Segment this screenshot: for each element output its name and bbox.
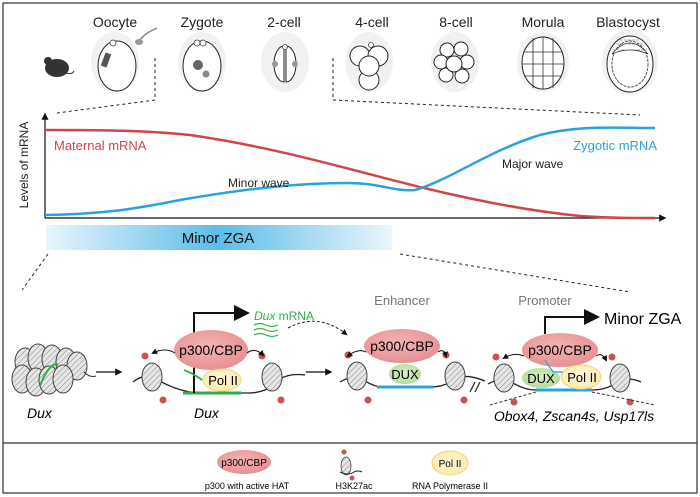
p300-cbp-2 — [364, 329, 440, 363]
legend-p300-desc: p300 with active HAT — [205, 481, 290, 491]
target-genes-label: Obox4, Zscan4s, Usp17ls — [494, 408, 654, 424]
stage-blastocyst: Blastocyst — [596, 14, 660, 30]
condensed-chromatin — [11, 343, 97, 397]
p300-cbp-3 — [522, 333, 598, 367]
minor-zga-bar — [46, 225, 392, 250]
dux-protein-2 — [522, 368, 560, 388]
stage-2cell: 2-cell — [267, 14, 300, 30]
legend-pol-ii-desc: RNA Polymerase II — [412, 481, 488, 491]
maternal-mrna-label: Maternal mRNA — [54, 138, 147, 153]
embryo-zygote — [178, 32, 226, 92]
minor-zga-bar-label: Minor ZGA — [182, 230, 255, 247]
stage-oocyte: Oocyte — [93, 14, 138, 30]
embryo-8cell — [431, 32, 479, 92]
legend: p300/CBP p300 with active HAT H3K27ac Po… — [205, 449, 488, 491]
dux-locus-label-1: Dux — [27, 405, 53, 421]
zoom-lines — [21, 58, 641, 293]
pol-ii-2 — [560, 364, 602, 390]
embryo-4cell — [345, 32, 393, 92]
legend-pol-ii-symbol-label: Pol II — [439, 459, 462, 470]
promoter-label: Promoter — [518, 293, 572, 308]
legend-h3k27ac-desc: H3K27ac — [335, 481, 373, 491]
p300-cbp-1 — [174, 330, 248, 370]
mrna-chart: Levels of mRNA Maternal mRNA Zygotic mRN… — [17, 112, 667, 222]
embryo-oocyte — [91, 27, 158, 92]
dux-protein-label-1: DUX — [391, 367, 419, 382]
stage-labels: Oocyte Zygote 2-cell 4-cell 8-cell Morul… — [93, 14, 660, 30]
mrna-squiggle-icon — [253, 322, 279, 338]
p300-cbp-label-2: p300/CBP — [370, 338, 434, 354]
stage-4cell: 4-cell — [355, 14, 388, 30]
dux-protein-1 — [389, 364, 421, 384]
dux-protein-label-2: DUX — [527, 371, 555, 386]
stage-morula: Morula — [522, 14, 565, 30]
pol-ii-label-1: Pol II — [208, 373, 238, 388]
stage-8cell: 8-cell — [439, 14, 472, 30]
p300-cbp-label-3: p300/CBP — [528, 342, 592, 358]
embryo-2cell — [261, 32, 309, 92]
legend-p300-symbol — [217, 450, 271, 474]
enhancer-label: Enhancer — [374, 293, 430, 308]
legend-pol-ii-symbol — [431, 450, 469, 476]
dashed-arrow-mrna — [287, 320, 348, 336]
transcription-arrow-zga — [544, 309, 600, 334]
p300-cbp-label-1: p300/CBP — [179, 342, 243, 358]
embryo-morula — [517, 32, 569, 92]
embryo-blastocyst — [602, 29, 658, 95]
minor-wave-label: Minor wave — [228, 176, 290, 190]
zygotic-mrna-line — [44, 126, 656, 217]
embryo-row — [44, 27, 658, 95]
major-wave-label: Major wave — [502, 157, 564, 171]
mouse-icon — [44, 57, 75, 77]
pol-ii-1 — [202, 368, 242, 392]
maternal-mrna-line — [44, 128, 656, 220]
legend-h3k27ac-icon — [339, 449, 363, 481]
dux-locus-label-2: Dux — [194, 405, 220, 421]
stage-zygote: Zygote — [181, 14, 224, 30]
y-axis-label: Levels of mRNA — [17, 122, 31, 209]
pol-ii-label-2: Pol II — [567, 370, 597, 385]
break-icon — [469, 381, 481, 393]
dux-mrna-label: Dux mRNA — [254, 309, 314, 323]
legend-p300-symbol-label: p300/CBP — [221, 458, 267, 469]
minor-zga-output-label: Minor ZGA — [604, 311, 682, 328]
mechanism-panel: Dux p300/CBP Pol II Dux Dux mRNA Enhance… — [11, 293, 682, 424]
zygotic-mrna-label: Zygotic mRNA — [573, 138, 657, 153]
